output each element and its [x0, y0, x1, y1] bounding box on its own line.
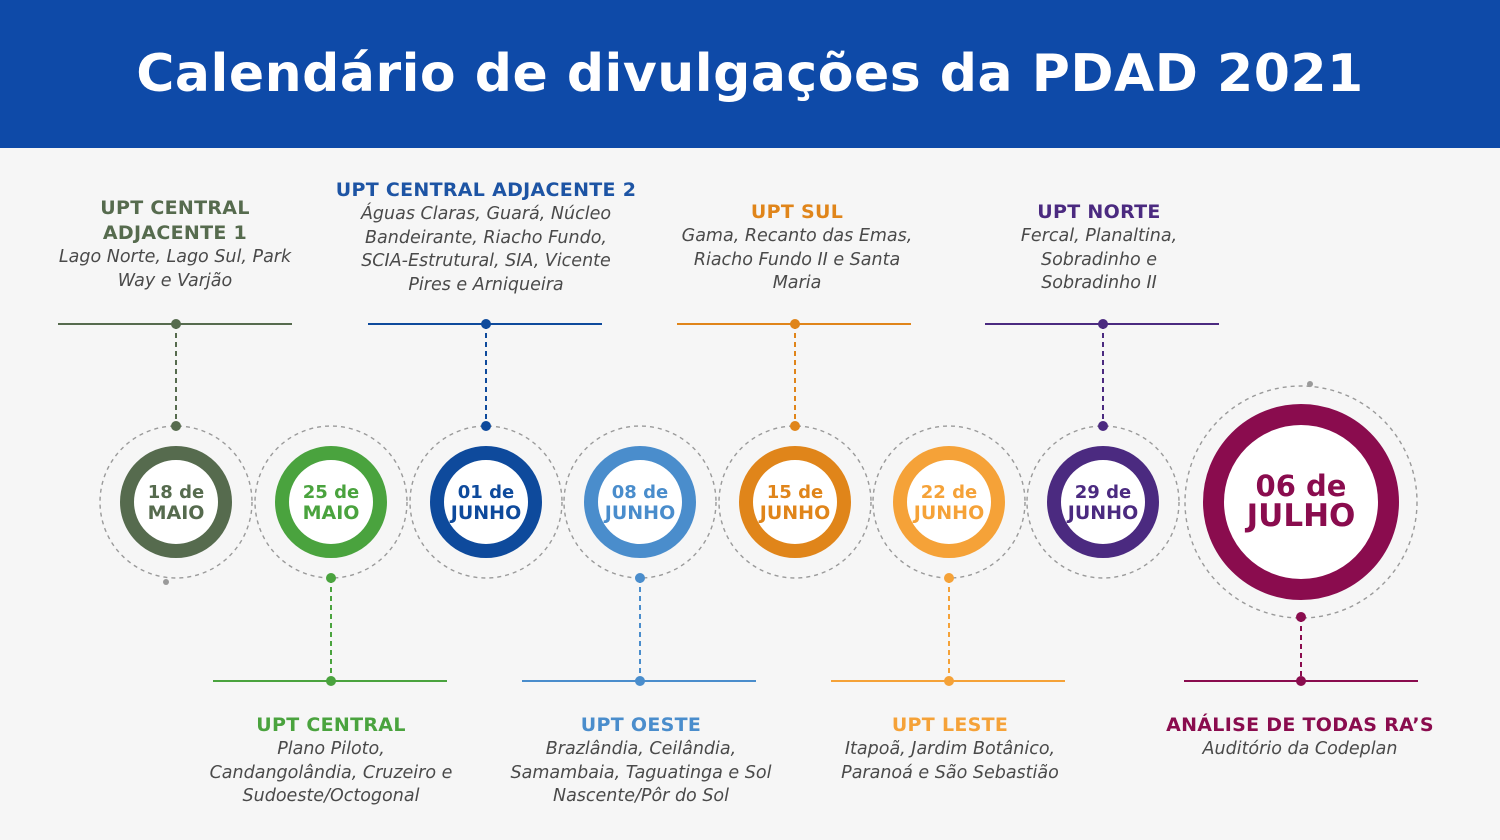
event-title-6: UPT LESTE [891, 714, 1009, 736]
event-label-7: UPT NORTE Fercal, Planaltina, Sobradinho… [998, 200, 1200, 296]
event-title-5: UPT SUL [750, 201, 844, 223]
rule-dot-3 [481, 319, 491, 329]
date-ring-3 [430, 446, 542, 558]
event-label-4: UPT OESTE Brazlândia, Ceilândia, Samamba… [496, 713, 786, 809]
event-title-2: UPT CENTRAL [256, 714, 406, 736]
dashed-ring-8 [1184, 385, 1418, 619]
rule-dot-8 [1296, 676, 1306, 686]
event-title-4: UPT OESTE [580, 714, 702, 736]
date-day-2: 25 de [303, 482, 359, 503]
dashed-ring-3 [409, 425, 563, 579]
date-month-2: MAIO [303, 502, 360, 524]
date-day-1: 18 de [148, 482, 204, 503]
ring-dot-8 [1296, 612, 1306, 622]
event-title-8: ANÁLISE DE TODAS RA’S [1166, 714, 1434, 736]
event-desc-8: Auditório da Codeplan [1202, 739, 1398, 759]
date-day-6: 22 de [921, 482, 977, 503]
event-label-1: UPT CENTRAL ADJACENTE 1 Lago Norte, Lago… [55, 196, 295, 293]
date-ring-7 [1047, 446, 1159, 558]
date-ring-1 [120, 446, 232, 558]
date-day-5: 15 de [767, 482, 823, 503]
event-desc-1: Lago Norte, Lago Sul, Park Way e Varjão [58, 247, 292, 291]
event-label-3: UPT CENTRAL ADJACENTE 2 Águas Claras, Gu… [320, 178, 652, 297]
event-desc-7: Fercal, Planaltina, Sobradinho e Sobradi… [1020, 226, 1178, 293]
date-month-3: JUNHO [449, 502, 521, 524]
rule-dot-4 [635, 676, 645, 686]
date-ring-2 [275, 446, 387, 558]
event-label-6: UPT LESTE Itapoã, Jardim Botânico, Paran… [815, 713, 1085, 785]
event-desc-6: Itapoã, Jardim Botânico, Paranoá e São S… [841, 739, 1059, 783]
date-ring-6 [893, 446, 1005, 558]
date-day-8: 06 de [1256, 469, 1347, 503]
ring-dot-2 [326, 573, 336, 583]
dashed-ring-5 [718, 425, 872, 579]
event-title-1: UPT CENTRAL ADJACENTE 1 [100, 197, 250, 244]
event-label-8: ANÁLISE DE TODAS RA’S Auditório da Codep… [1140, 713, 1460, 762]
date-month-8: JULHO [1245, 498, 1356, 534]
date-ring-4 [584, 446, 696, 558]
event-label-2: UPT CENTRAL Plano Piloto, Candangolândia… [172, 713, 490, 809]
header-banner: Calendário de divulgações da PDAD 2021 [0, 0, 1500, 148]
accent-dot-1 [163, 579, 169, 585]
dashed-ring-7 [1026, 425, 1180, 579]
date-month-1: MAIO [148, 502, 205, 524]
dashed-ring-6 [872, 425, 1026, 579]
event-desc-3: Águas Claras, Guará, Núcleo Bandeirante,… [360, 204, 612, 295]
dashed-ring-2 [254, 425, 408, 579]
event-title-7: UPT NORTE [1037, 201, 1161, 223]
event-label-5: UPT SUL Gama, Recanto das Emas, Riacho F… [680, 200, 914, 296]
ring-dot-7 [1098, 421, 1108, 431]
accent-dot-8 [1307, 381, 1313, 387]
rule-dot-5 [790, 319, 800, 329]
rule-dot-1 [171, 319, 181, 329]
dashed-ring-1 [99, 425, 253, 579]
event-desc-5: Gama, Recanto das Emas, Riacho Fundo II … [681, 226, 913, 293]
ring-dot-1 [171, 421, 181, 431]
rule-dot-7 [1098, 319, 1108, 329]
event-desc-2: Plano Piloto, Candangolândia, Cruzeiro e… [209, 739, 453, 806]
dashed-ring-4 [563, 425, 717, 579]
page-title: Calendário de divulgações da PDAD 2021 [136, 44, 1364, 104]
date-month-4: JUNHO [603, 502, 675, 524]
date-day-4: 08 de [612, 482, 668, 503]
event-title-3: UPT CENTRAL ADJACENTE 2 [335, 179, 637, 201]
date-day-3: 01 de [458, 482, 514, 503]
date-ring-8 [1203, 404, 1399, 600]
ring-dot-3 [481, 421, 491, 431]
event-desc-4: Brazlândia, Ceilândia, Samambaia, Taguat… [510, 739, 772, 806]
rule-dot-2 [326, 676, 336, 686]
date-day-7: 29 de [1075, 482, 1131, 503]
date-month-7: JUNHO [1066, 502, 1138, 524]
date-ring-5 [739, 446, 851, 558]
rule-dot-6 [944, 676, 954, 686]
ring-dot-5 [790, 421, 800, 431]
ring-dot-6 [944, 573, 954, 583]
date-month-6: JUNHO [912, 502, 984, 524]
date-month-5: JUNHO [758, 502, 830, 524]
ring-dot-4 [635, 573, 645, 583]
